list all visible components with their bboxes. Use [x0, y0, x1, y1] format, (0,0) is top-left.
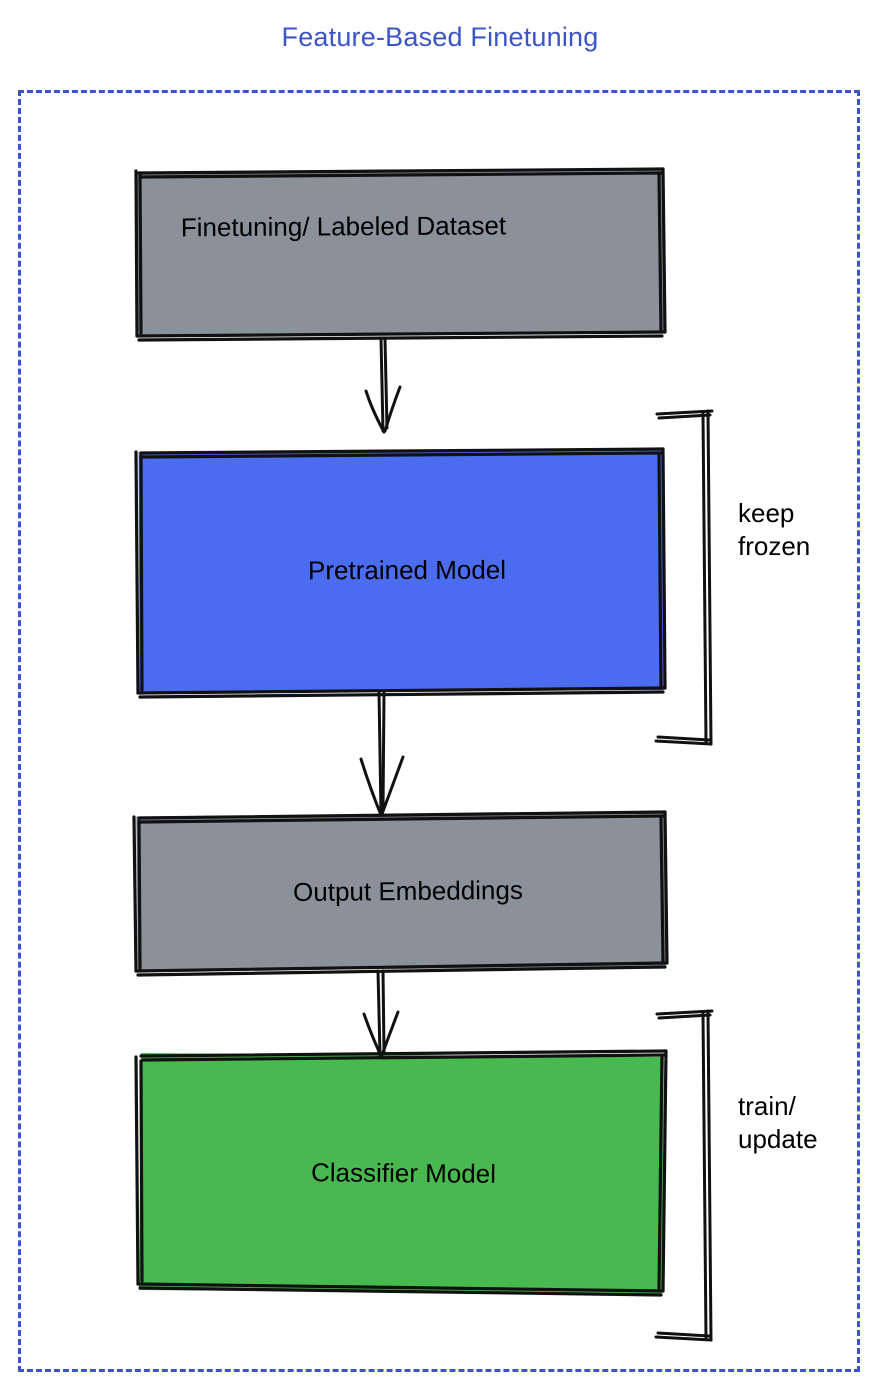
dashed-container-frame	[18, 90, 860, 1372]
node-label-pretrained: Pretrained Model	[307, 554, 507, 586]
node-output-embeddings[interactable]: Output Embeddings	[136, 811, 666, 972]
node-label-dataset: Finetuning/ Labeled Dataset	[180, 210, 507, 243]
node-label-embeddings: Output Embeddings	[292, 874, 524, 907]
page-title: Feature-Based Finetuning	[281, 22, 599, 52]
node-classifier-model[interactable]: Classifier Model	[139, 1052, 664, 1295]
node-label-classifier: Classifier Model	[310, 1156, 497, 1189]
annotation-train-update: train/ update	[738, 1091, 818, 1155]
node-pretrained-model[interactable]: Pretrained Model	[138, 450, 664, 692]
annotation-keep-frozen: keep frozen	[738, 498, 811, 562]
node-finetuning-labeled-dataset[interactable]: Finetuning/ Labeled Dataset	[136, 168, 665, 336]
